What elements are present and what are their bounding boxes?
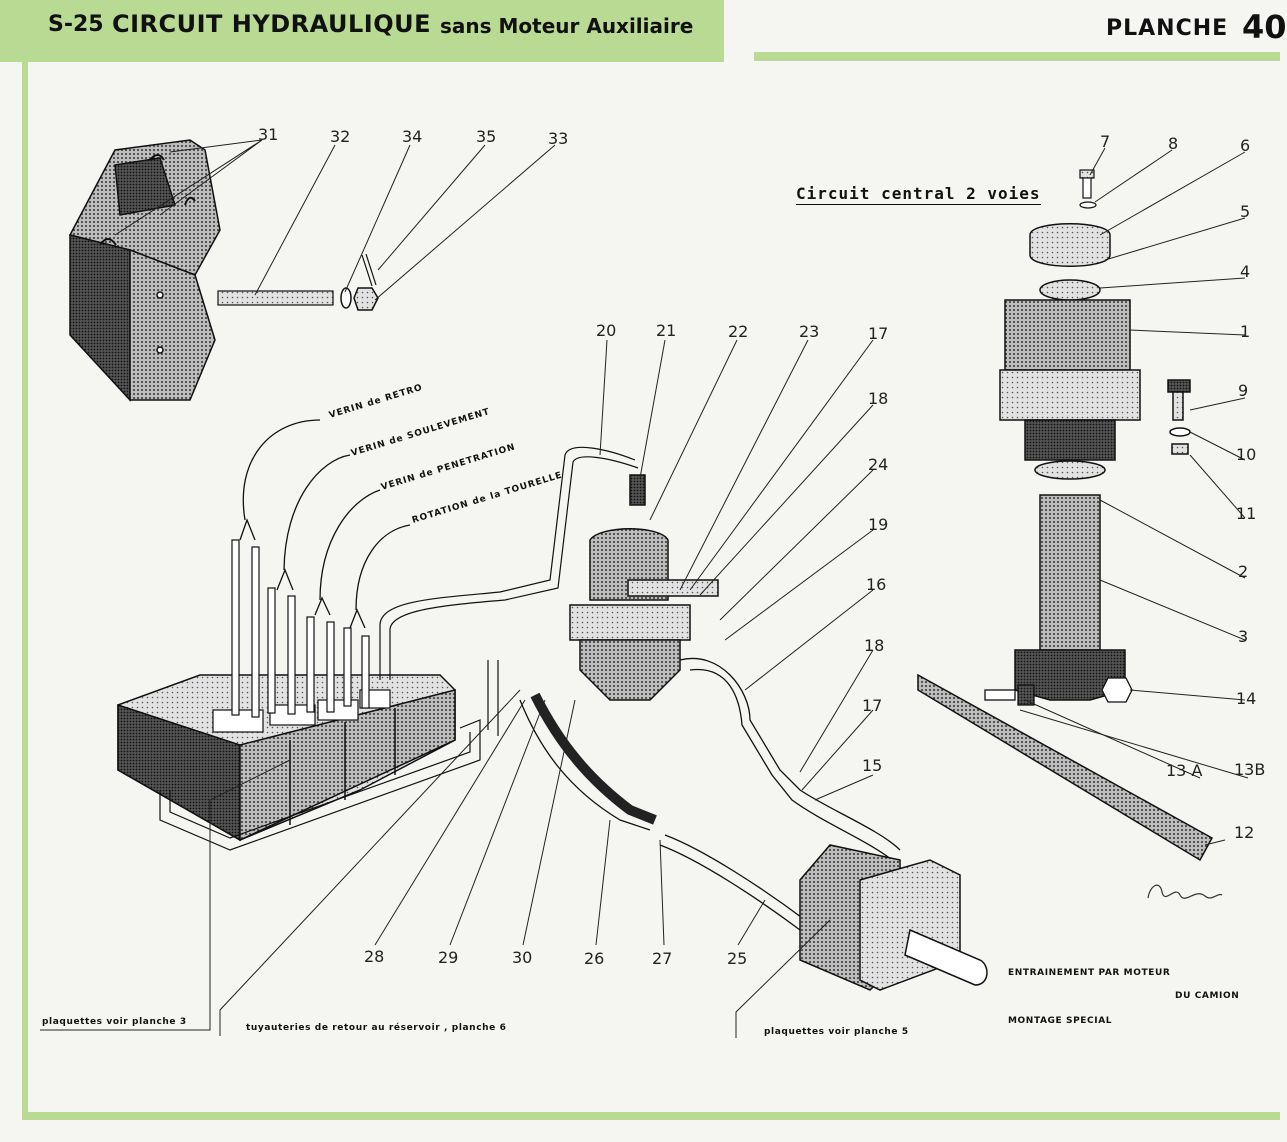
part-number-14: 14 <box>1236 689 1256 708</box>
part-number-8: 8 <box>1168 134 1178 153</box>
bar-12 <box>917 673 1214 862</box>
drive-label-2: DU CAMION <box>1175 991 1239 1001</box>
part-number-23: 23 <box>799 322 819 341</box>
part-number-19: 19 <box>868 515 888 534</box>
washer-34 <box>340 287 352 309</box>
leaders <box>374 147 1249 946</box>
part-number-6: 6 <box>1240 136 1250 155</box>
part-number-22: 22 <box>728 322 748 341</box>
part-number-15: 15 <box>862 756 882 775</box>
verin-label-retro: VERIN de RETRO <box>328 383 424 421</box>
part-number-20: 20 <box>596 321 616 340</box>
part-number-12: 12 <box>1234 823 1254 842</box>
central-unit <box>999 223 1141 701</box>
distributor-block <box>117 674 456 842</box>
part-number-17-top: 17 <box>868 324 888 343</box>
part-number-28: 28 <box>364 947 384 966</box>
filter-body <box>569 474 719 701</box>
hoses <box>519 657 901 931</box>
part-number-13b: 13B <box>1234 760 1265 779</box>
drive-label-3: MONTAGE SPECIAL <box>1008 1016 1112 1026</box>
header-rule-right <box>754 52 1280 61</box>
part-number-29: 29 <box>438 948 458 967</box>
part-number-18-top: 18 <box>868 389 888 408</box>
bolt-32 <box>217 290 334 306</box>
part-number-13a: 13 A <box>1166 761 1202 780</box>
plate-label: PLANCHE <box>1106 16 1229 41</box>
part-number-32: 32 <box>330 127 350 146</box>
part-number-31: 31 <box>258 125 278 144</box>
bolt-13 <box>984 677 1133 706</box>
plate-number: 40 <box>1242 8 1287 46</box>
note-plaquettes-5: plaquettes voir planche 5 <box>764 1027 909 1037</box>
part-number-17-bottom: 17 <box>862 696 882 715</box>
part-number-1: 1 <box>1240 322 1250 341</box>
drive-label-1: ENTRAINEMENT PAR MOTEUR <box>1008 968 1170 978</box>
part-number-25: 25 <box>727 949 747 968</box>
return-pipes <box>159 446 639 851</box>
sheet-code: S-25 <box>48 12 104 37</box>
note-plaquettes-3: plaquettes voir planche 3 <box>42 1017 187 1027</box>
note-tuyauteries-6: tuyauteries de retour au réservoir , pla… <box>246 1022 506 1033</box>
part-number-21: 21 <box>656 321 676 340</box>
part-number-30: 30 <box>512 948 532 967</box>
part-number-11: 11 <box>1236 504 1256 523</box>
mounting-block <box>68 139 221 402</box>
nut-33 <box>353 287 379 311</box>
part-number-5: 5 <box>1240 202 1250 221</box>
part-number-24: 24 <box>868 455 888 474</box>
verin-label-penetration: VERIN de PENETRATION <box>380 442 517 493</box>
verin-label-soulevement: VERIN de SOULEVEMENT <box>350 407 492 459</box>
part-number-10: 10 <box>1236 445 1256 464</box>
part-number-9: 9 <box>1238 381 1248 400</box>
page-subtitle: sans Moteur Auxiliaire <box>440 14 694 38</box>
page-title: CIRCUIT HYDRAULIQUE <box>112 10 431 38</box>
part-number-18-bottom: 18 <box>864 636 884 655</box>
leaders-top-left <box>114 139 556 301</box>
part-number-4: 4 <box>1240 262 1250 281</box>
part-number-35: 35 <box>476 127 496 146</box>
part-number-34: 34 <box>402 127 422 146</box>
part-number-16: 16 <box>866 575 886 594</box>
left-border <box>22 62 28 1114</box>
signature <box>1147 884 1223 899</box>
verin-pipes <box>212 539 391 733</box>
pump <box>799 844 988 991</box>
header-band <box>0 0 724 62</box>
note-leaders <box>40 689 831 1038</box>
cotter-pin-35 <box>361 253 377 287</box>
part-number-3: 3 <box>1238 627 1248 646</box>
circuit-caption: Circuit central 2 voies <box>796 184 1041 205</box>
verin-label-rotation: ROTATION de la TOURELLE <box>411 470 564 525</box>
bolt-9 <box>1167 379 1191 455</box>
part-number-26: 26 <box>584 949 604 968</box>
part-number-2: 2 <box>1238 562 1248 581</box>
verin-arrows <box>239 419 411 629</box>
bottom-border <box>22 1112 1280 1120</box>
part-number-27: 27 <box>652 949 672 968</box>
part-number-7: 7 <box>1100 132 1110 151</box>
bolt-7 <box>1079 169 1097 209</box>
part-number-33: 33 <box>548 129 568 148</box>
